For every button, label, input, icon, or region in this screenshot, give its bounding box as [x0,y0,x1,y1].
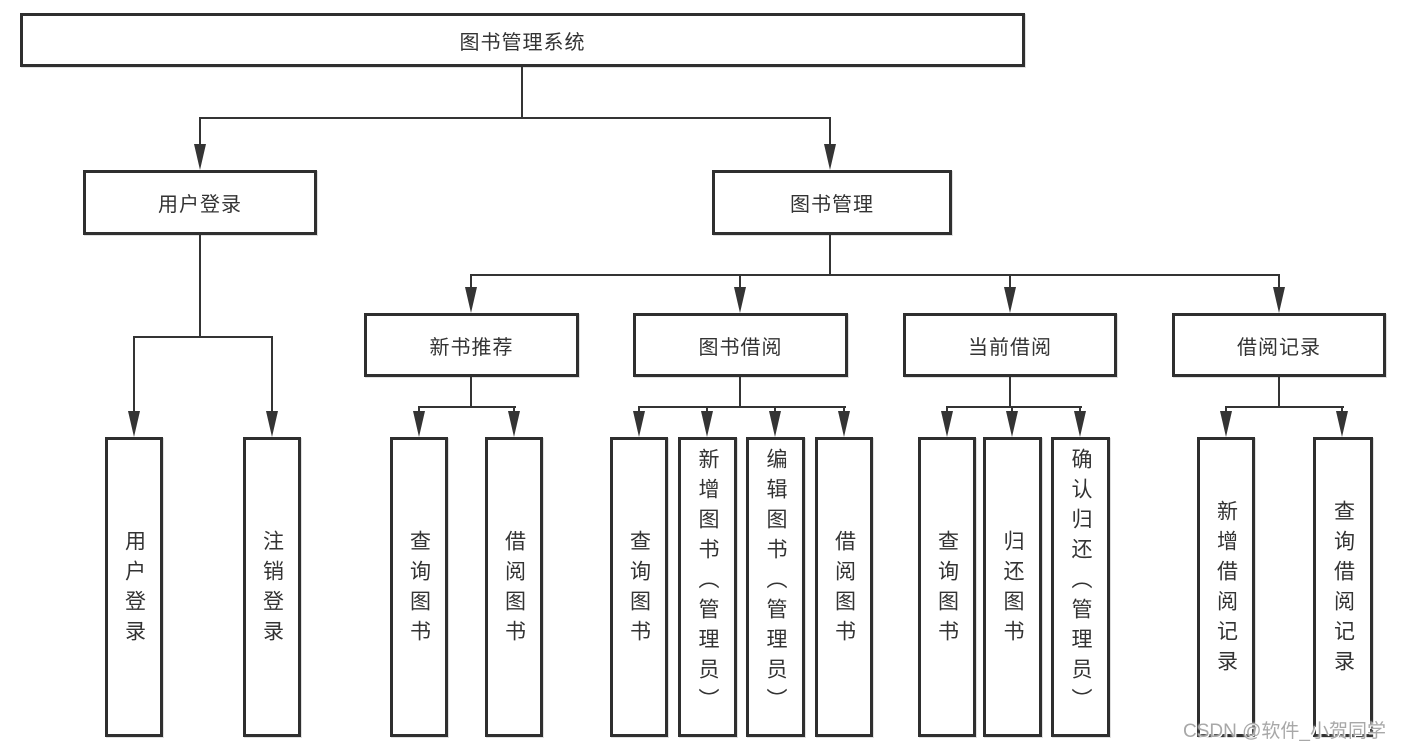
arrowhead-icon [194,144,206,170]
csdn-watermark: CSDN @软件_小贺同学 [1183,721,1386,742]
arrowhead-icon [1273,287,1285,313]
arrowhead-icon [508,411,520,437]
node-borrow-records: 借阅记录 [1172,313,1386,377]
connector-line [638,406,846,408]
arrowhead-icon [465,287,477,313]
connector-line [271,336,273,414]
leaf-borrow-books-borrow: 借阅图书 [815,437,873,737]
connector-line [1225,406,1344,408]
connector-line [199,235,201,336]
connector-line [946,406,1082,408]
connector-line [829,117,831,147]
connector-line [470,377,472,406]
connector-line [521,67,523,117]
connector-line [133,336,273,338]
arrowhead-icon [769,411,781,437]
arrowhead-icon [1006,411,1018,437]
node-current-borrow: 当前借阅 [903,313,1117,377]
arrowhead-icon [266,411,278,437]
connector-line [1009,274,1011,290]
arrowhead-icon [413,411,425,437]
connector-line [418,406,516,408]
node-user-login: 用户登录 [83,170,317,235]
leaf-query-books-borrow: 查询图书 [610,437,668,737]
connector-line [199,117,831,119]
arrowhead-icon [1004,287,1016,313]
node-library-system: 图书管理系统 [20,13,1025,67]
arrowhead-icon [1074,411,1086,437]
connector-line [133,336,135,414]
arrowhead-icon [701,411,713,437]
connector-line [1009,377,1011,406]
leaf-logout: 注销登录 [243,437,301,737]
arrowhead-icon [1336,411,1348,437]
connector-line [199,117,201,147]
arrowhead-icon [941,411,953,437]
connector-line [470,274,1280,276]
connector-line [829,235,831,274]
arrowhead-icon [838,411,850,437]
node-book-borrow: 图书借阅 [633,313,848,377]
node-new-book-recommend: 新书推荐 [364,313,579,377]
connector-line [1278,377,1280,406]
connector-line [470,274,472,290]
connector-line [739,274,741,290]
leaf-query-books-current: 查询图书 [918,437,976,737]
leaf-add-book-admin: 新增图书（管理员） [678,437,737,737]
arrowhead-icon [633,411,645,437]
leaf-add-borrow-record: 新增借阅记录 [1197,437,1255,737]
connector-line [1278,274,1280,290]
arrowhead-icon [734,287,746,313]
leaf-edit-book-admin: 编辑图书（管理员） [746,437,805,737]
arrowhead-icon [1220,411,1232,437]
connector-line [739,377,741,406]
leaf-confirm-return-admin: 确认归还（管理员） [1051,437,1110,737]
leaf-query-borrow-record: 查询借阅记录 [1313,437,1373,737]
node-book-management: 图书管理 [712,170,952,235]
leaf-query-books-recommend: 查询图书 [390,437,448,737]
arrowhead-icon [128,411,140,437]
leaf-borrow-books-recommend: 借阅图书 [485,437,543,737]
leaf-return-books: 归还图书 [983,437,1042,737]
leaf-user-login: 用户登录 [105,437,163,737]
arrowhead-icon [824,144,836,170]
